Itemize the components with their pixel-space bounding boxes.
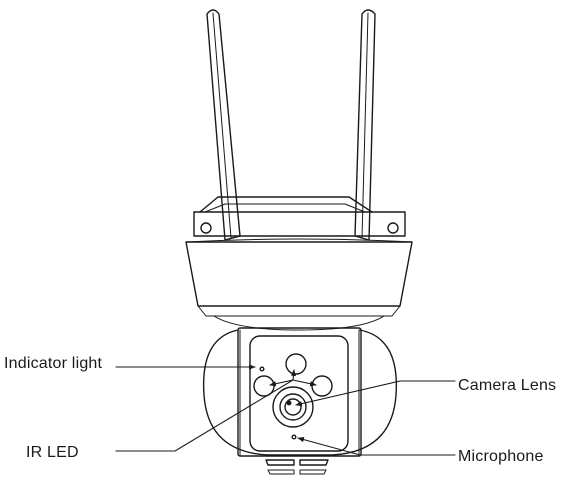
indicator-light-label: Indicator light: [4, 355, 103, 372]
camera-lens-label: Camera Lens: [458, 377, 557, 394]
microphone-label: Microphone: [458, 448, 544, 465]
speaker-grilles: [265, 459, 329, 475]
right-antenna: [354, 9, 376, 241]
ir-led-label: IR LED: [26, 444, 79, 461]
microphone-hole: [291, 434, 297, 440]
left-antenna: [206, 9, 241, 241]
microphone-leader: [297, 437, 456, 456]
camera-lens: [272, 386, 314, 428]
camera-lens-leader: [295, 380, 456, 407]
indicator-light-dot: [259, 366, 265, 372]
camera-top-housing: [185, 196, 413, 331]
camera-dome-head: [202, 327, 398, 457]
ir-led-leaders: [115, 369, 317, 452]
